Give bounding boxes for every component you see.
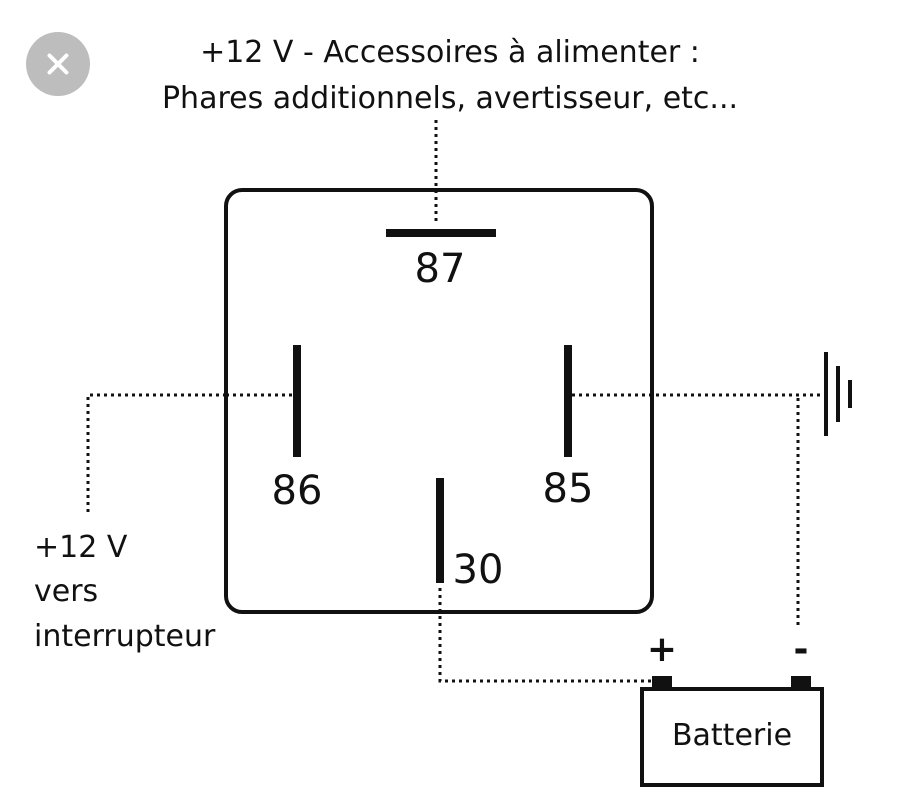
switch-label-line3: interrupteur bbox=[34, 619, 216, 654]
wire-30-battery-plus bbox=[438, 588, 657, 683]
switch-label-line2: vers bbox=[34, 574, 98, 609]
wire-86-switch bbox=[86, 393, 293, 512]
accessories-label-line2: Phares additionnels, avertisseur, etc... bbox=[162, 81, 738, 116]
battery-minus-terminal bbox=[791, 676, 811, 690]
terminal-85-label: 85 bbox=[543, 466, 594, 512]
terminal-87-label: 87 bbox=[415, 246, 466, 292]
switch-label-line1: +12 V bbox=[34, 530, 128, 565]
ground-icon bbox=[824, 352, 852, 436]
battery-body bbox=[640, 687, 824, 787]
accessories-label-line1: +12 V - Accessoires à alimenter : bbox=[200, 35, 700, 70]
close-icon[interactable] bbox=[26, 32, 90, 96]
battery-label: Batterie bbox=[672, 718, 792, 753]
terminal-86-label: 86 bbox=[272, 468, 323, 514]
terminal-30-label: 30 bbox=[453, 547, 504, 593]
battery-plus-terminal bbox=[652, 676, 672, 690]
battery-plus-sign: + bbox=[647, 629, 677, 670]
battery-minus-sign: - bbox=[794, 629, 809, 670]
